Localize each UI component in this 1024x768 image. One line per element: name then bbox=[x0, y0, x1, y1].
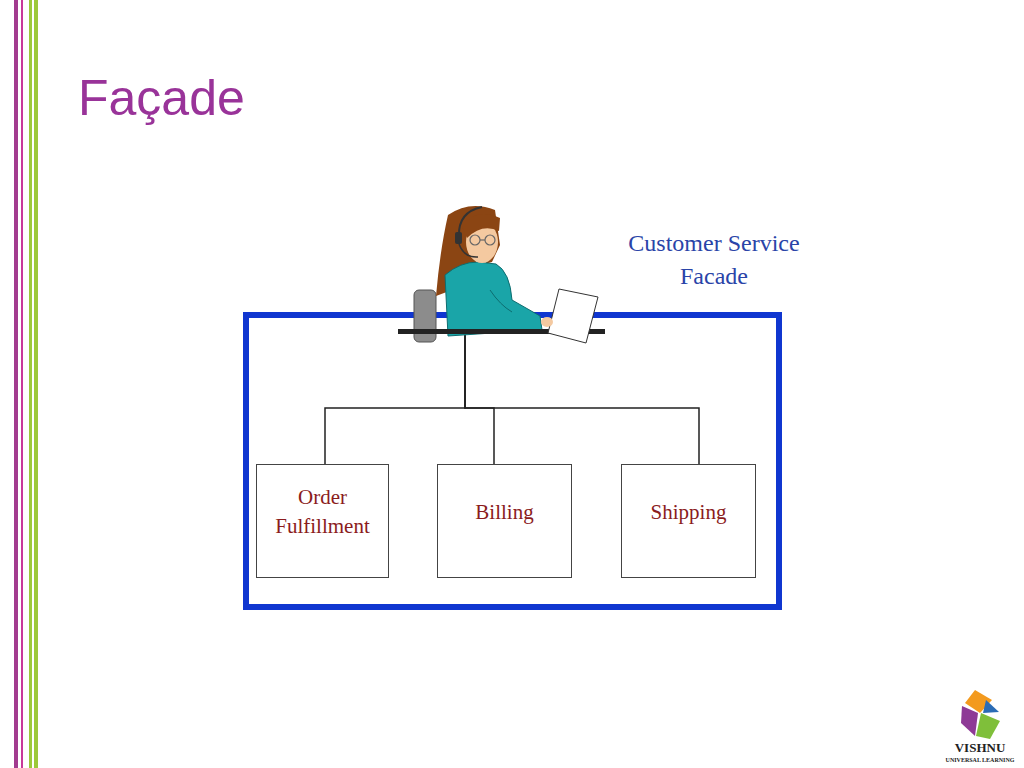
arm-fold bbox=[490, 290, 512, 312]
facade-heading: Customer Service Facade bbox=[604, 227, 824, 293]
subsystem-box: Shipping bbox=[621, 464, 756, 578]
neck bbox=[476, 256, 486, 266]
box-label: Shipping bbox=[651, 498, 727, 527]
connector-line bbox=[465, 312, 699, 464]
stripe bbox=[21, 0, 23, 768]
connector-line bbox=[465, 312, 494, 464]
hand bbox=[541, 317, 553, 327]
headset-band bbox=[459, 207, 482, 236]
subsystem-box: Order Fulfillment bbox=[256, 464, 389, 578]
face bbox=[466, 221, 498, 263]
facade-boundary: Customer Service FacadeOrder Fulfillment… bbox=[243, 312, 782, 610]
logo-piece bbox=[965, 690, 992, 713]
glasses-lens bbox=[485, 235, 495, 245]
logo-tagline: UNIVERSAL LEARNING bbox=[930, 756, 1024, 764]
headset-ear bbox=[455, 232, 462, 244]
shirt bbox=[445, 262, 542, 336]
glasses-bridge bbox=[480, 239, 485, 240]
logo-piece bbox=[976, 713, 1000, 739]
side-stripes bbox=[14, 0, 38, 768]
slide-title: Façade bbox=[78, 68, 245, 128]
fringe bbox=[462, 214, 500, 238]
stripe bbox=[29, 0, 32, 768]
logo-piece bbox=[961, 706, 978, 736]
stripe bbox=[14, 0, 18, 768]
box-label: Order Fulfillment bbox=[263, 483, 382, 541]
operator-illustration bbox=[398, 206, 605, 343]
logo-piece bbox=[983, 700, 999, 713]
desk bbox=[398, 329, 605, 334]
hair bbox=[436, 206, 500, 296]
stripe bbox=[34, 0, 38, 768]
glasses-lens bbox=[470, 235, 480, 245]
box-label: Billing bbox=[475, 498, 533, 527]
connector-line bbox=[325, 312, 465, 464]
logo-mark bbox=[961, 690, 1000, 739]
subsystem-box: Billing bbox=[437, 464, 572, 578]
logo-wordmark: VISHNU bbox=[930, 740, 1024, 755]
headset-mic bbox=[459, 244, 478, 257]
